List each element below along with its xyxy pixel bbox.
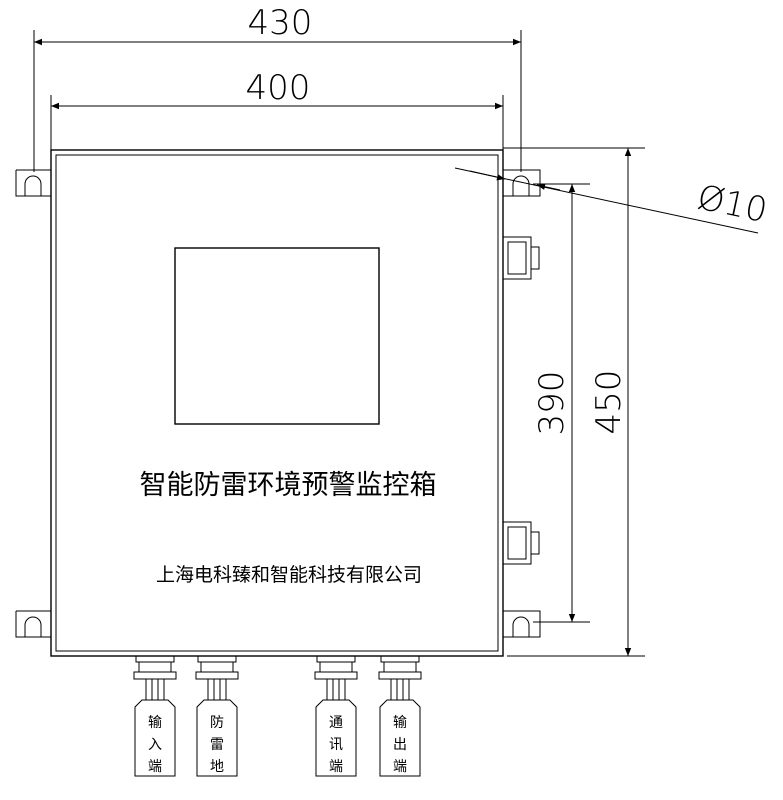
port-lightning-ground: 防 雷 地 bbox=[195, 655, 239, 777]
port-output: 输 出 端 bbox=[378, 655, 422, 777]
dimension-400: 400 bbox=[50, 68, 504, 150]
port-output-label-3: 端 bbox=[393, 759, 407, 775]
hole-diameter-label: Ø10 bbox=[694, 177, 771, 231]
panel-title: 智能防雷环境预警监控箱 bbox=[140, 470, 437, 501]
company-name: 上海电科臻和智能科技有限公司 bbox=[156, 564, 422, 586]
mounting-bracket-bottom-left bbox=[15, 610, 51, 638]
dimension-430-label: 430 bbox=[248, 3, 313, 43]
port-input-label-2: 入 bbox=[148, 737, 162, 753]
port-ground-label-2: 雷 bbox=[210, 737, 224, 753]
dimension-450: 450 bbox=[503, 147, 645, 657]
port-ground-label-3: 地 bbox=[210, 759, 224, 775]
port-input-label-1: 输 bbox=[148, 715, 162, 731]
dimension-400-label: 400 bbox=[246, 68, 311, 108]
dimension-450-label: 450 bbox=[589, 370, 629, 435]
dimension-390: 390 bbox=[532, 183, 590, 623]
port-output-label-1: 输 bbox=[393, 715, 407, 731]
port-communication: 通 讯 端 bbox=[314, 655, 358, 777]
port-output-label-2: 出 bbox=[393, 737, 407, 753]
port-input: 输 入 端 bbox=[133, 655, 177, 777]
enclosure-body bbox=[50, 149, 504, 657]
dimension-390-label: 390 bbox=[532, 371, 572, 436]
side-connector-top bbox=[502, 236, 540, 280]
mounting-bracket-top-right bbox=[503, 169, 541, 197]
side-connector-bottom bbox=[502, 521, 540, 565]
port-input-label-3: 端 bbox=[148, 759, 162, 775]
port-ground-label-1: 防 bbox=[210, 715, 224, 731]
port-comm-label-1: 通 bbox=[329, 715, 343, 731]
mounting-bracket-bottom-right bbox=[503, 610, 541, 638]
display-window bbox=[174, 247, 380, 425]
port-comm-label-3: 端 bbox=[329, 759, 343, 775]
port-comm-label-2: 讯 bbox=[329, 737, 343, 753]
dimension-430: 430 bbox=[33, 3, 522, 172]
mounting-bracket-top-left bbox=[15, 169, 51, 197]
